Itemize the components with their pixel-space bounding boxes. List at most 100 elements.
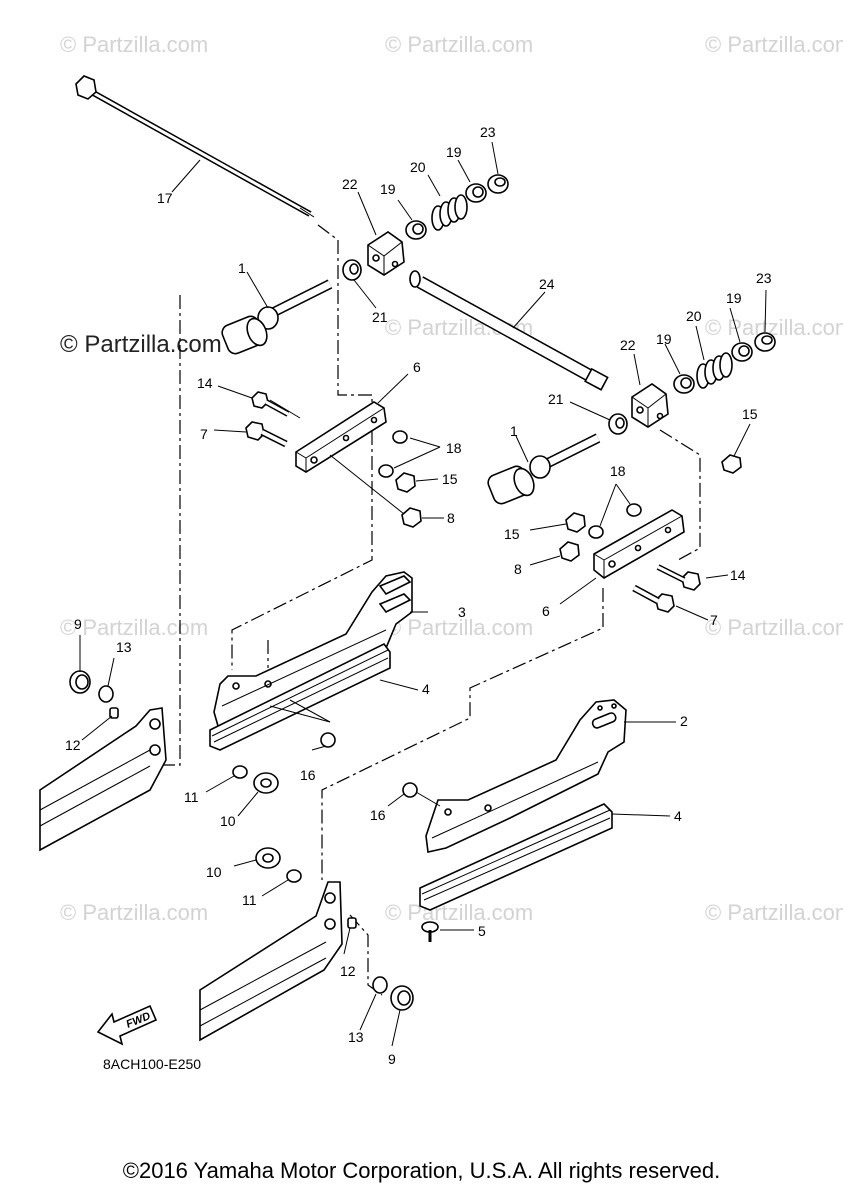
callout-10: 10	[206, 864, 222, 880]
part-19-collar-lower-b	[731, 342, 753, 362]
callout-11: 11	[184, 789, 199, 805]
part-12-pin-upper	[109, 707, 119, 719]
leader	[329, 454, 405, 515]
callout-18: 18	[446, 440, 462, 456]
watermark: © Partzilla.com	[705, 900, 843, 925]
callout-24: 24	[539, 276, 555, 292]
callout-15: 15	[742, 406, 758, 422]
watermark: © Partzilla.com	[705, 315, 843, 340]
callout-13: 13	[116, 639, 132, 655]
callout-5: 5	[478, 923, 486, 939]
callout-6: 6	[542, 603, 550, 619]
callouts: 17 22 19 20 19 23 1 21 24 23 19 20 19 22…	[65, 124, 772, 1067]
part-6-link-lower	[593, 509, 685, 579]
part-16-collar-upper	[320, 732, 336, 748]
callout-20: 20	[686, 308, 702, 324]
assembly-lines	[155, 224, 701, 996]
part-19-collar-lower-a	[673, 374, 695, 394]
part-13-collar-upper	[98, 685, 114, 703]
part-9-cap-upper	[69, 670, 91, 694]
part-5-screw	[421, 921, 439, 942]
part-9-cap-lower	[390, 985, 414, 1011]
callout-19: 19	[446, 144, 462, 160]
part-18-washers-upper	[378, 430, 441, 478]
part-21-bushing-lower	[608, 413, 628, 435]
callout-7: 7	[200, 426, 208, 442]
callout-11: 11	[242, 892, 257, 908]
callout-8: 8	[447, 510, 455, 526]
callout-23: 23	[756, 270, 772, 286]
part-13-collar-lower	[372, 976, 388, 994]
part-15-nut-upper	[395, 472, 439, 493]
callout-16: 16	[300, 767, 316, 783]
part-10-washer-lower	[255, 847, 281, 869]
callout-16: 16	[370, 807, 386, 823]
callout-6: 6	[413, 359, 421, 375]
copyright-notice: ©2016 Yamaha Motor Corporation, U.S.A. A…	[122, 1158, 721, 1183]
watermark: © Partzilla.com	[705, 615, 843, 640]
diagram-code: 8ACH100-E250	[103, 1056, 201, 1072]
callout-15: 15	[442, 471, 458, 487]
watermarks: © Partzilla.com © Partzilla.com © Partzi…	[60, 32, 843, 925]
assembly-line	[659, 429, 701, 561]
callout-3: 3	[458, 604, 466, 620]
part-22-block-upper	[367, 231, 405, 276]
callout-14: 14	[197, 375, 213, 391]
callout-10: 10	[220, 813, 236, 829]
part-4-slider-lower	[419, 803, 613, 911]
callout-21: 21	[372, 309, 388, 325]
part-15-nut-lower	[529, 512, 586, 533]
callout-13: 13	[348, 1029, 364, 1045]
part-20-spring-upper	[431, 194, 468, 231]
callout-15: 15	[504, 526, 520, 542]
part-8-nut-lower	[529, 541, 580, 566]
assembly-line	[231, 224, 373, 670]
callout-4: 4	[674, 808, 682, 824]
part-1-pivot-lower	[487, 433, 601, 505]
callout-1: 1	[238, 260, 246, 276]
assembly-line	[155, 295, 181, 766]
part-19-collar-upper-a	[405, 220, 427, 240]
part-14-bolt-upper	[251, 391, 290, 417]
part-23-nut-upper	[487, 174, 509, 194]
callout-7: 7	[710, 612, 718, 628]
leader	[289, 699, 331, 723]
watermark: © Partzilla.com	[60, 615, 208, 640]
watermark: © Partzilla.com	[60, 900, 208, 925]
part-7-bolt-upper	[245, 421, 288, 448]
part-12-pin-lower	[347, 917, 357, 929]
callout-23: 23	[480, 124, 496, 140]
watermark: © Partzilla.com	[385, 32, 533, 57]
watermark: © Partzilla.com	[705, 32, 843, 57]
callout-19: 19	[726, 290, 742, 306]
fwd-arrow-icon: FWD	[96, 1004, 158, 1046]
callout-21: 21	[548, 391, 564, 407]
part-7-bolt-lower	[632, 584, 675, 613]
part-15-nut-right	[721, 454, 742, 474]
callout-17: 17	[157, 190, 173, 206]
part-17-rod	[75, 75, 315, 218]
part-8-nut-upper	[401, 507, 444, 528]
frame-left-lower	[199, 881, 343, 1042]
leader	[269, 705, 331, 723]
part-22-block-lower	[631, 383, 669, 428]
part-11-collar-upper	[232, 765, 248, 779]
part-18-washers-lower	[588, 483, 642, 539]
callout-22: 22	[342, 176, 358, 192]
watermark: © Partzilla.com	[60, 32, 208, 57]
callout-4: 4	[422, 681, 430, 697]
part-24-shaft	[409, 270, 609, 391]
callout-8: 8	[514, 561, 522, 577]
callout-22: 22	[620, 337, 636, 353]
part-21-bushing-upper	[342, 259, 362, 281]
callout-20: 20	[410, 159, 426, 175]
callout-9: 9	[388, 1051, 396, 1067]
part-4-slider-upper	[209, 642, 391, 751]
callout-18: 18	[610, 463, 626, 479]
callout-12: 12	[340, 963, 356, 979]
part-14-bolt-lower	[656, 564, 701, 591]
leader-lines	[79, 141, 767, 1047]
callout-1: 1	[510, 423, 518, 439]
callout-12: 12	[65, 737, 81, 753]
